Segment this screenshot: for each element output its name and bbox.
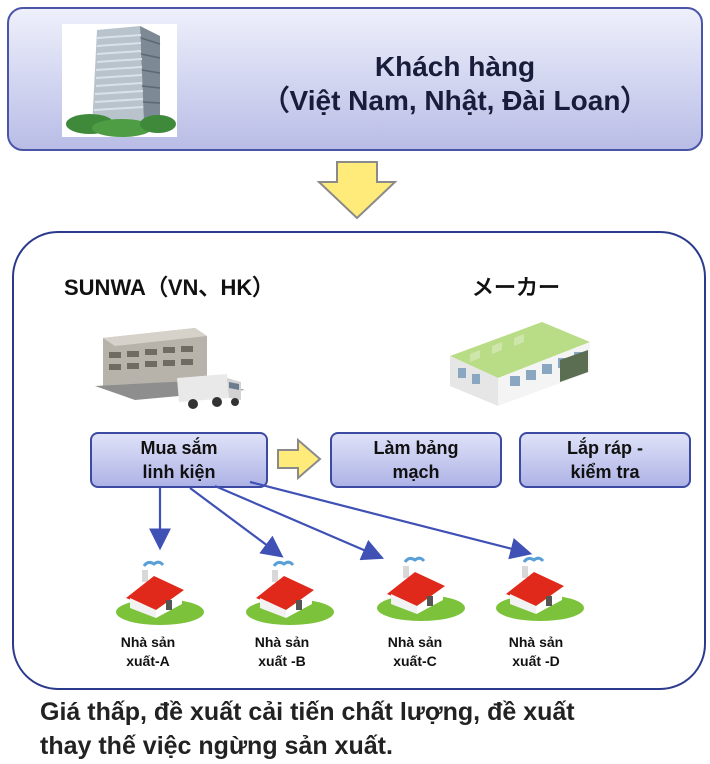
supplier-a-label: Nhà sản xuất-A [93, 633, 203, 671]
supplier-c-line1: Nhà sản [387, 634, 443, 650]
supplier-b-line1: Nhà sản [254, 634, 310, 650]
supplier-c-line2: xuất-C [393, 653, 437, 669]
supplier-a-line1: Nhà sản [120, 634, 176, 650]
purchase-label-line2: linh kiện [142, 462, 216, 482]
supplier-house-b-image [246, 560, 334, 625]
connector-arrow-d [249, 480, 533, 560]
purchase-components-box: Mua sắm linh kiện [90, 432, 268, 488]
supplier-b-label: Nhà sản xuất -B [227, 633, 337, 671]
pcb-label-line1: Làm bảng [373, 438, 459, 458]
footer-caption: Giá thấp, đề xuất cải tiến chất lượng, đ… [40, 695, 700, 763]
connector-arrow-c [214, 484, 385, 561]
supplier-a-line2: xuất-A [126, 653, 170, 669]
supplier-d-label: Nhà sản xuất -D [481, 633, 591, 671]
supplier-c-label: Nhà sản xuất-C [360, 633, 470, 671]
supplier-b-line2: xuất -B [258, 653, 306, 669]
pcb-label-line2: mạch [392, 462, 440, 482]
pcb-making-box: Làm bảng mạch [330, 432, 502, 488]
supplier-house-c-image [377, 556, 465, 621]
customer-title-line1: Khách hàng [374, 51, 536, 82]
factory-image [450, 322, 590, 406]
maker-heading: メーカー [472, 275, 561, 300]
assembly-label-line1: Lắp ráp - [566, 438, 643, 458]
footer-line1: Giá thấp, đề xuất cải tiến chất lượng, đ… [40, 698, 575, 726]
supplier-house-d-image [496, 556, 584, 621]
supplier-house-a-image [116, 560, 204, 625]
warehouse-truck-image [95, 328, 245, 409]
supplier-d-line2: xuất -D [512, 653, 560, 669]
right-arrow-icon [277, 438, 322, 480]
customer-title-line2: （Việt Nam, Nhật, Đài Loan） [261, 85, 649, 116]
supplier-d-line1: Nhà sản [508, 634, 564, 650]
down-arrow-icon [316, 161, 398, 220]
assembly-inspection-box: Lắp ráp - kiểm tra [519, 432, 691, 488]
office-building-image [62, 24, 177, 137]
customer-title: Khách hàng （Việt Nam, Nhật, Đài Loan） [240, 50, 670, 118]
footer-line2: thay thế việc ngừng sản xuất. [40, 732, 393, 760]
purchase-label-line1: Mua sắm [140, 438, 218, 458]
connector-arrow-b [189, 487, 284, 558]
assembly-label-line2: kiểm tra [570, 462, 640, 482]
sunwa-heading: SUNWA（VN、HK） [64, 275, 275, 300]
